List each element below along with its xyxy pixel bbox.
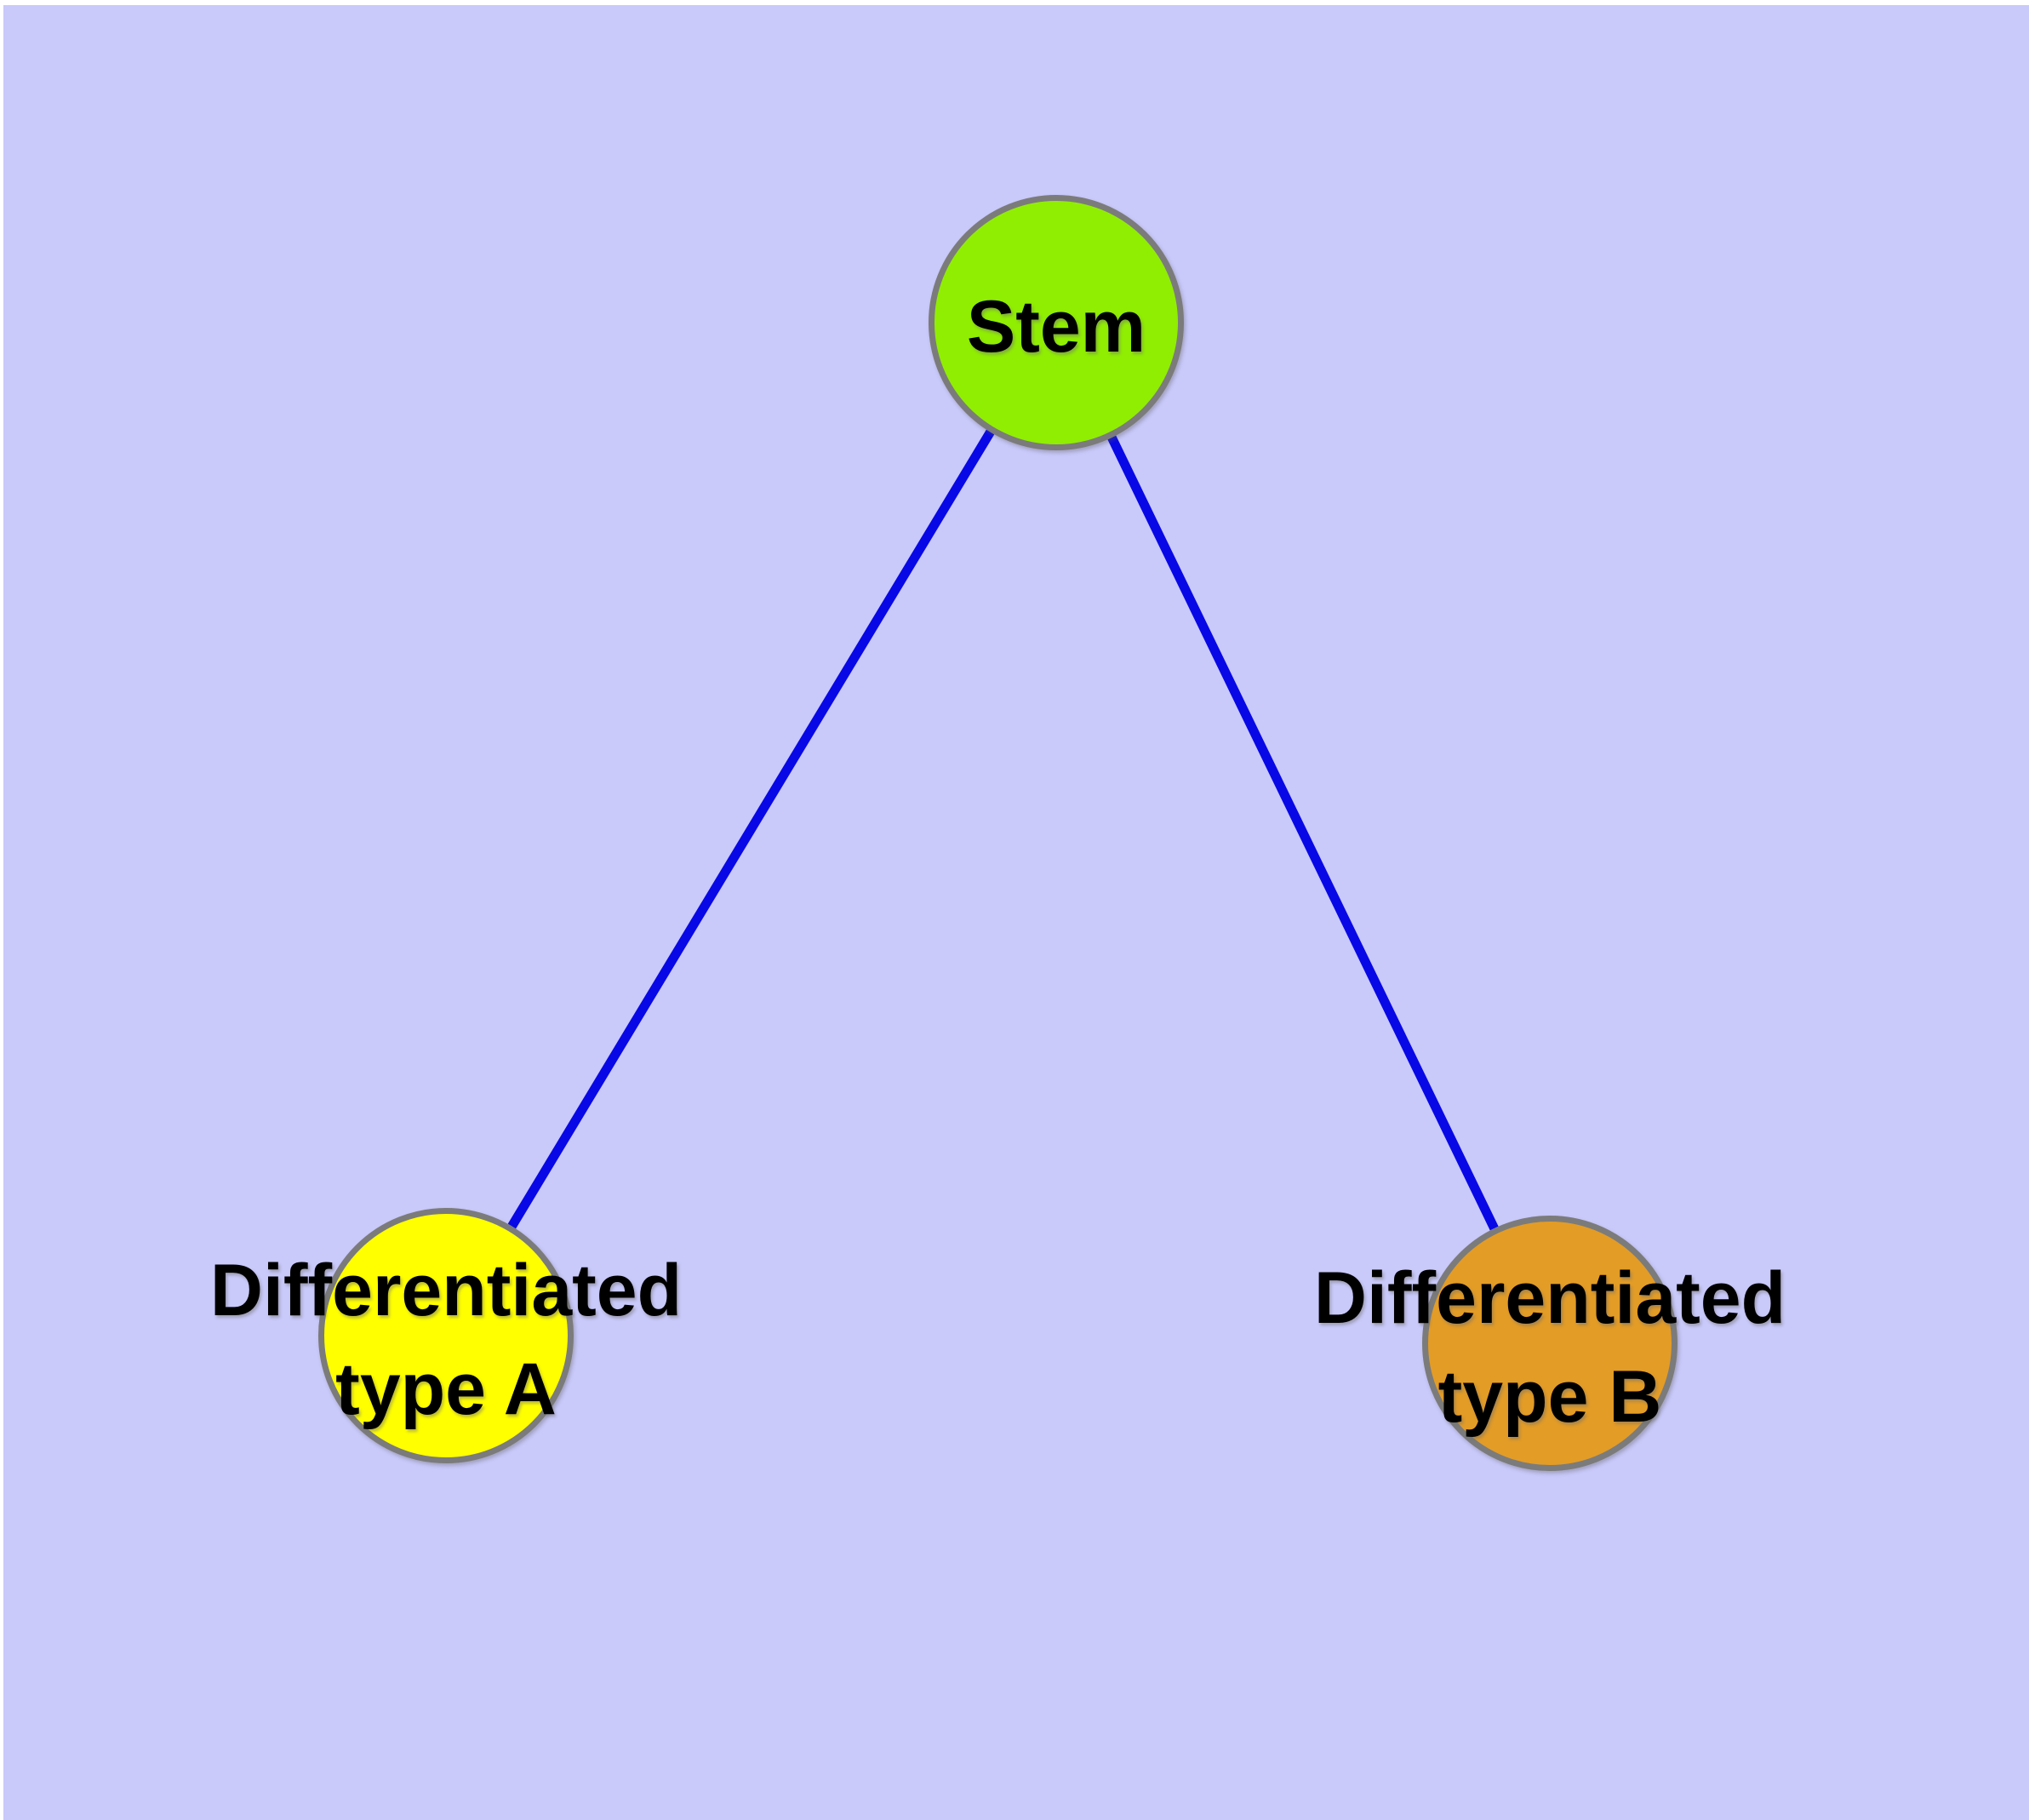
node-diff-b[interactable] — [1422, 1216, 1677, 1471]
edge-stem-diff-b — [1107, 435, 1499, 1231]
edge-layer — [507, 429, 1499, 1231]
node-label-stem: Stem — [966, 286, 1146, 368]
node-diff-a[interactable] — [318, 1208, 574, 1463]
edge-stem-diff-a — [507, 429, 995, 1229]
node-label-diff-b: Differentiated type B — [1313, 1257, 1786, 1438]
node-label-diff-a: Differentiated type A — [209, 1250, 683, 1430]
node-stem[interactable] — [929, 195, 1184, 450]
